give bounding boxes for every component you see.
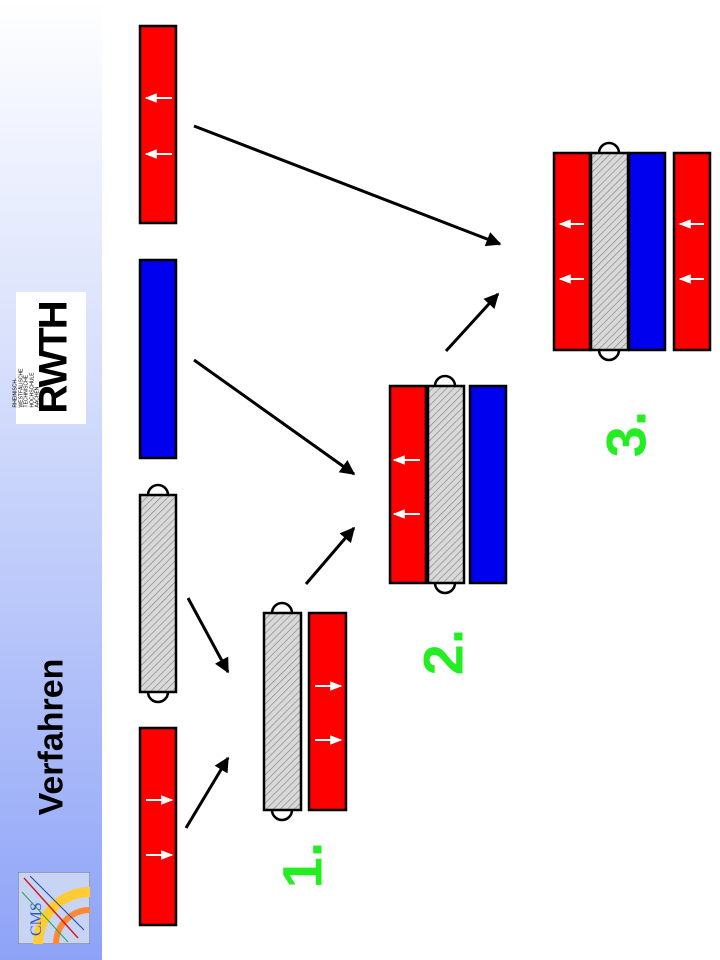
hatched-tab — [270, 809, 294, 822]
step-1-label: 1. — [270, 841, 334, 889]
hatched-tab — [270, 601, 294, 614]
assembly-2-magnet — [388, 384, 428, 585]
process-arrow — [304, 526, 356, 585]
process-arrow — [193, 358, 356, 476]
assembly-2-blue — [468, 384, 508, 585]
process-arrow — [193, 124, 502, 247]
hatched-tab — [146, 691, 170, 704]
magnet-bottom — [138, 726, 178, 927]
process-arrow — [444, 292, 500, 353]
assembly-1-magnet — [307, 611, 348, 812]
blue-plate — [138, 258, 178, 460]
hatched-tab — [433, 374, 457, 387]
assembly-3-magnet-left — [552, 151, 592, 352]
hatched-tab — [597, 141, 621, 154]
hatched-tab — [433, 582, 457, 595]
sidebar-gradient — [0, 0, 102, 960]
magnet-top — [138, 24, 178, 225]
assembly-3-magnet-right — [672, 151, 712, 352]
assembly-2-spacer — [426, 384, 466, 585]
hatched-spacer — [138, 493, 178, 694]
cms-logo-icon — [18, 872, 90, 944]
hatched-tab — [597, 349, 621, 362]
assembly-3-spacer — [589, 151, 630, 352]
assembly-1-spacer — [262, 611, 303, 812]
step-2-label: 2. — [411, 628, 475, 676]
step-3-label: 3. — [594, 410, 658, 458]
rwth-logo — [16, 292, 86, 424]
process-arrow — [184, 756, 230, 829]
assembly-3-blue — [627, 151, 667, 352]
hatched-tab — [146, 483, 170, 496]
process-arrow — [186, 597, 230, 674]
